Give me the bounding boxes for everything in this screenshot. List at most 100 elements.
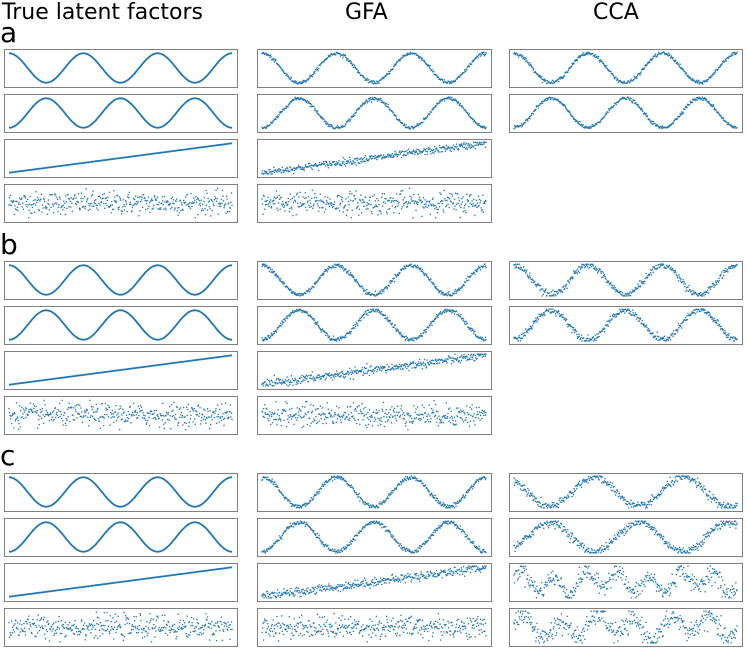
data-point [368, 418, 370, 420]
data-point [313, 165, 315, 167]
data-point [161, 196, 164, 198]
data-point [546, 82, 548, 85]
data-point [320, 377, 323, 380]
data-point [466, 322, 469, 325]
data-point [394, 415, 396, 417]
data-point [393, 65, 395, 68]
data-point [395, 63, 397, 65]
data-point [150, 198, 153, 200]
data-point [432, 197, 434, 199]
data-point [397, 329, 400, 331]
data-point [308, 417, 311, 420]
data-point [298, 380, 300, 383]
data-point [319, 193, 322, 196]
data-point [368, 99, 371, 102]
data-point [73, 407, 75, 409]
data-point [198, 204, 200, 206]
data-point [153, 204, 155, 206]
data-point [460, 313, 462, 316]
data-point [405, 421, 408, 423]
data-point [423, 358, 426, 361]
data-point [467, 199, 470, 202]
data-point [310, 411, 313, 414]
data-point [431, 198, 434, 201]
data-point [684, 70, 686, 73]
data-point [668, 125, 671, 128]
data-point [109, 411, 112, 414]
data-point [326, 333, 328, 335]
panel-b-0-1 [4, 306, 238, 345]
data-point [420, 332, 422, 335]
data-point [363, 201, 366, 204]
data-point [408, 369, 410, 372]
data-point [270, 379, 273, 382]
data-point [714, 71, 717, 73]
data-point [431, 324, 433, 327]
data-point [401, 56, 404, 59]
data-point [706, 80, 708, 82]
data-point [224, 402, 227, 404]
data-point [135, 414, 137, 416]
data-point [283, 205, 286, 207]
data-point [393, 407, 396, 410]
data-point [62, 424, 65, 426]
data-point [485, 52, 487, 54]
data-point [53, 203, 55, 205]
data-point [388, 285, 390, 287]
data-point [425, 420, 427, 423]
data-point [399, 60, 401, 62]
data-point [175, 418, 177, 420]
data-point [409, 53, 411, 56]
data-point [197, 404, 200, 407]
data-point [280, 424, 282, 427]
data-point [383, 290, 385, 293]
data-point [306, 312, 309, 314]
data-point [319, 276, 322, 279]
data-point [373, 420, 376, 423]
data-point [352, 160, 355, 163]
data-point [172, 409, 174, 411]
panel-a-0-3 [4, 184, 238, 223]
data-point [403, 124, 405, 127]
data-point [192, 421, 194, 423]
data-point [343, 270, 345, 272]
data-point [735, 52, 738, 55]
data-point [371, 195, 374, 197]
data-point [230, 192, 233, 194]
data-point [713, 107, 716, 109]
data-point [634, 99, 636, 102]
data-point [104, 402, 107, 405]
data-point [366, 204, 368, 207]
data-point [446, 308, 448, 310]
data-point [123, 203, 125, 206]
data-point [453, 198, 456, 201]
data-point [480, 207, 482, 209]
data-point [139, 404, 142, 407]
data-point [471, 327, 473, 330]
data-point [180, 209, 182, 212]
data-point [378, 418, 381, 420]
data-point [474, 214, 476, 217]
data-point [337, 413, 340, 416]
data-point [428, 204, 430, 206]
data-point [393, 211, 395, 214]
data-point [377, 99, 380, 101]
data-point [345, 214, 348, 217]
data-point [151, 208, 153, 210]
data-point [46, 206, 48, 209]
data-point [341, 264, 343, 267]
data-point [369, 308, 372, 311]
data-point [56, 198, 59, 201]
data-point [436, 147, 438, 149]
data-point [434, 73, 437, 76]
data-point [541, 81, 544, 84]
data-point [188, 203, 190, 205]
data-point [415, 408, 417, 410]
data-point [38, 209, 41, 212]
data-point [184, 196, 187, 198]
data-point [99, 427, 102, 430]
data-point [398, 58, 401, 61]
data-point [648, 61, 651, 64]
data-point [75, 196, 77, 199]
data-point [412, 200, 415, 202]
